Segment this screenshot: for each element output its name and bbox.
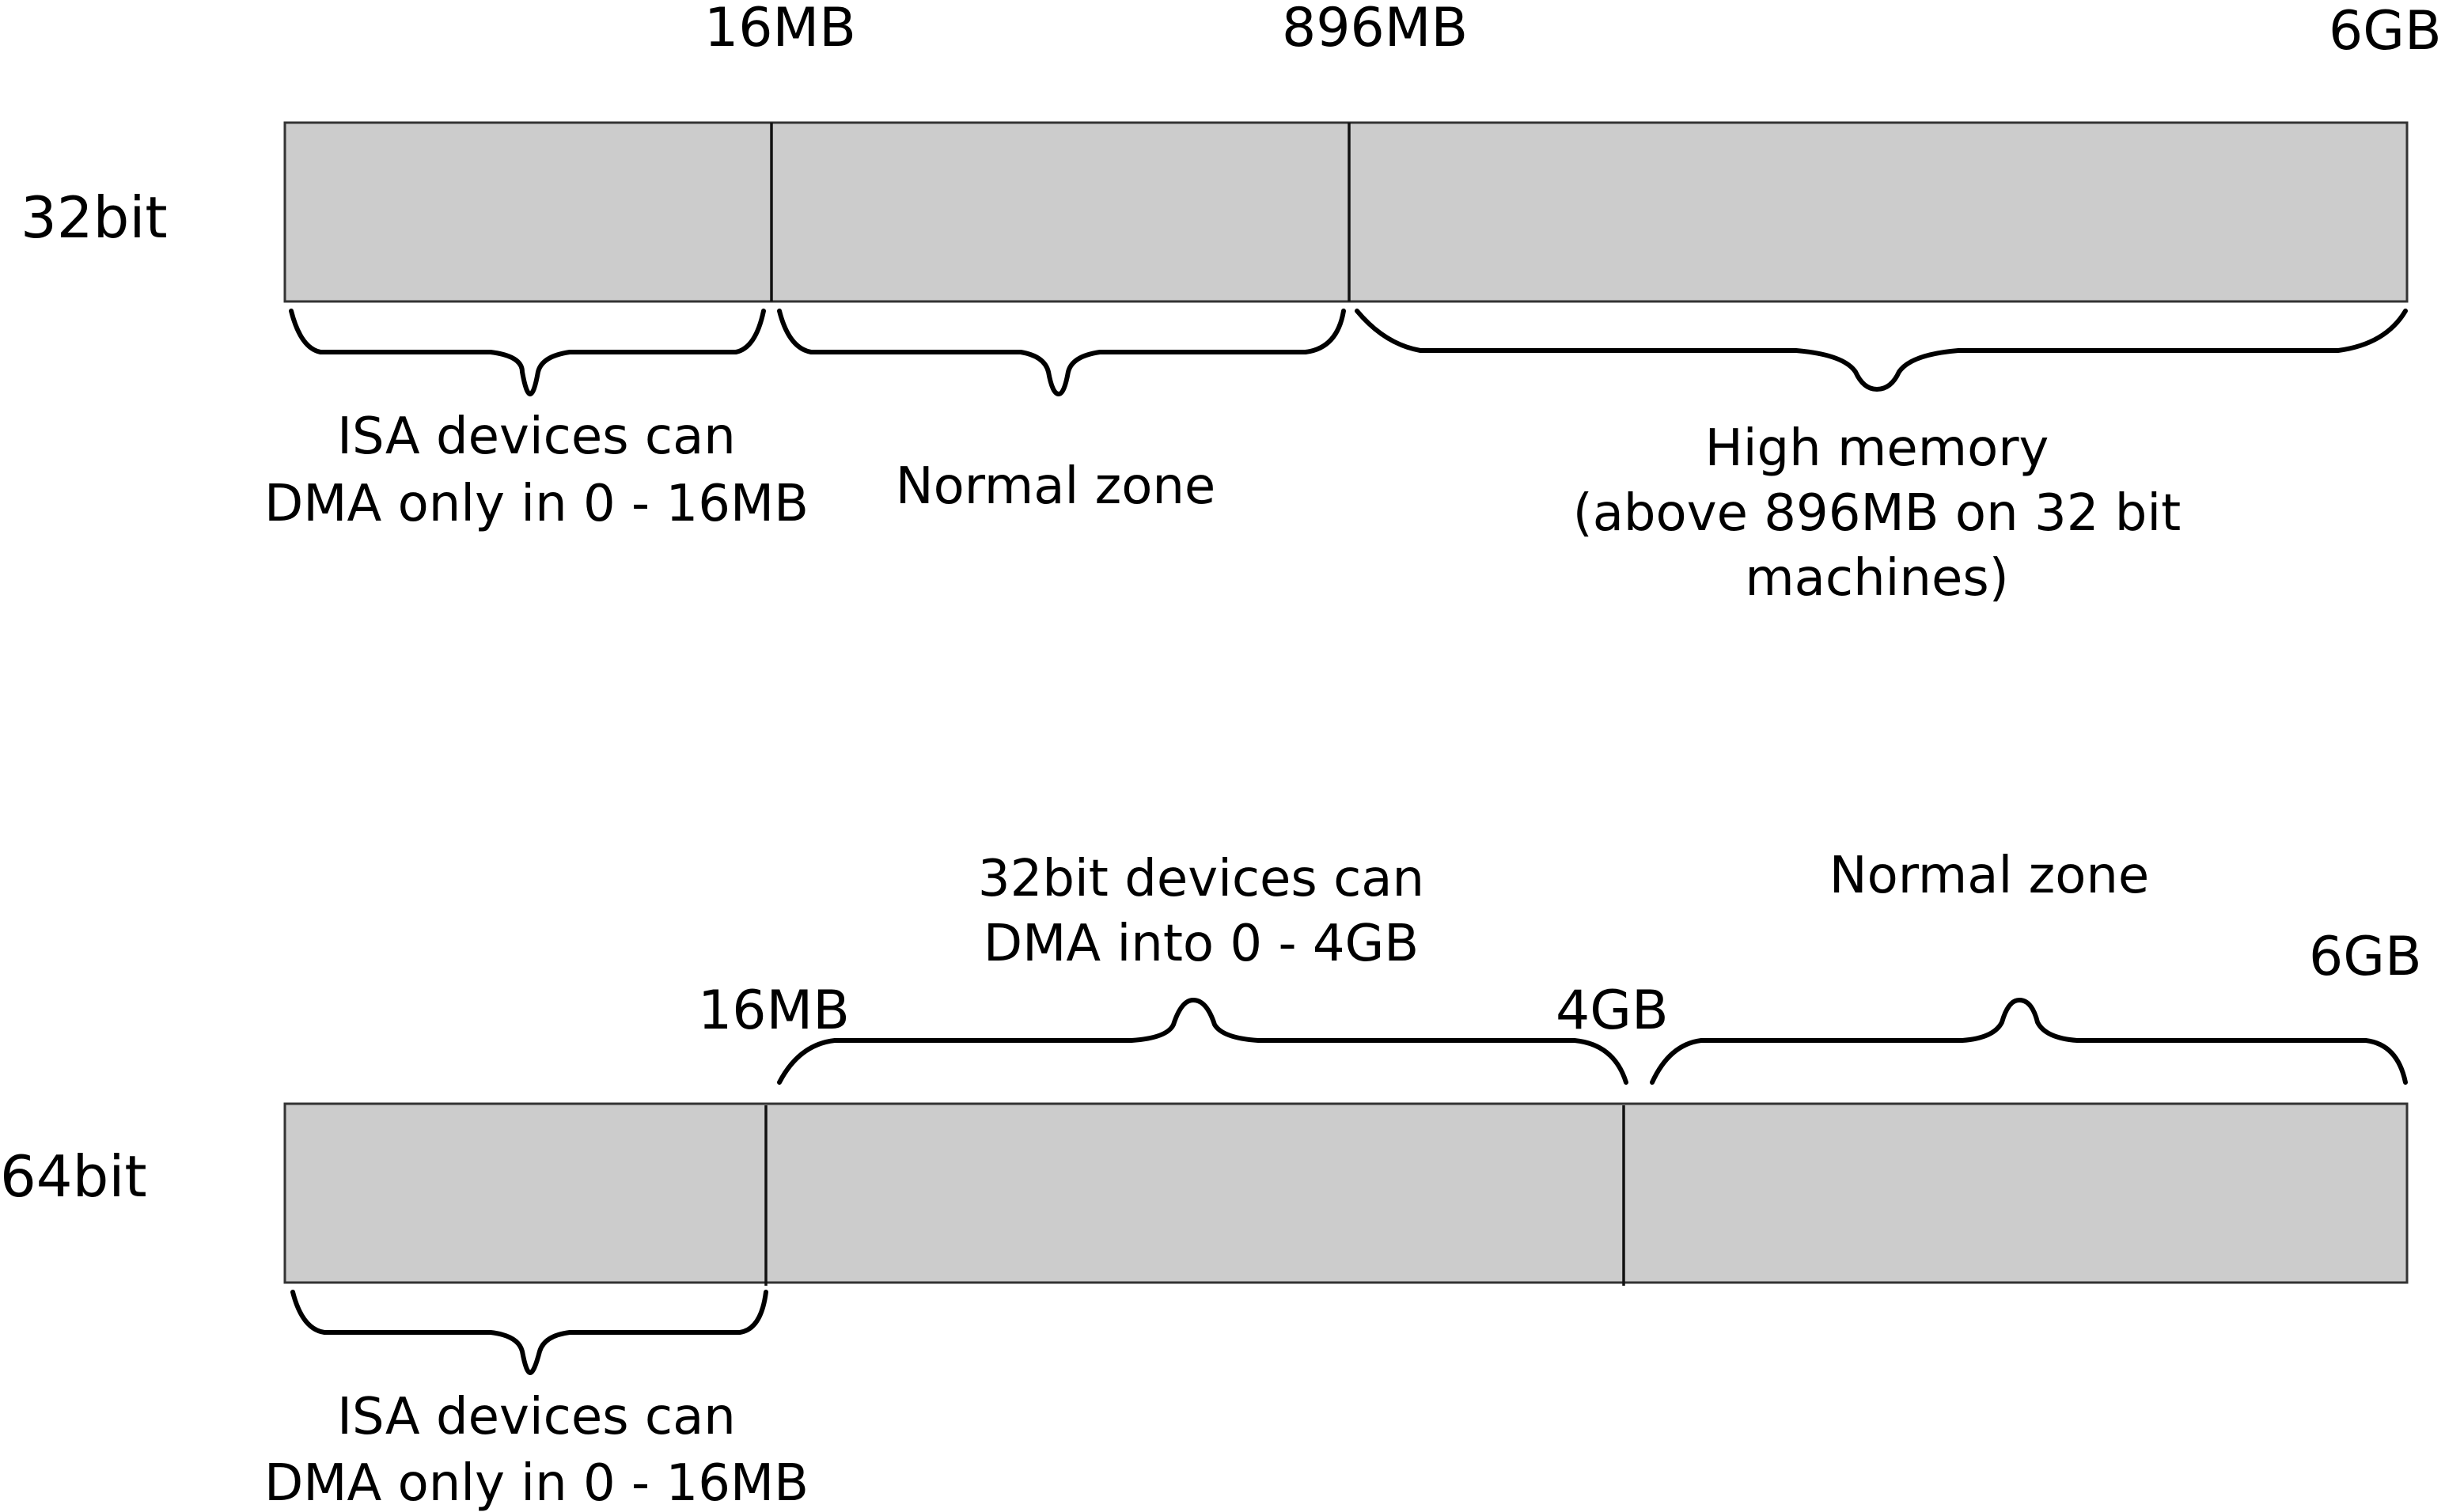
row-label-64bit: 64bit <box>0 1143 147 1210</box>
row-32bit: 32bit 16MB 896MB 6GB ISA devices can DMA… <box>21 0 2442 608</box>
svg-text:DMA only in 0 - 16MB: DMA only in 0 - 16MB <box>264 1454 809 1512</box>
brace-64bit-normal <box>1650 998 2408 1085</box>
svg-text:ISA devices can: ISA devices can <box>337 407 736 466</box>
memory-bar-64bit <box>283 1102 2409 1284</box>
marker-32bit-896mb: 896MB <box>1282 0 1468 59</box>
marker-64bit-16mb: 16MB <box>698 980 850 1042</box>
zone-label-32bit-high: High memory (above 896MB on 32 bit machi… <box>1573 419 2182 608</box>
zone-label-32bit-normal: Normal zone <box>896 457 1216 516</box>
zone-label-32bit-isa: ISA devices can DMA only in 0 - 16MB <box>264 407 809 533</box>
zone-label-64bit-dma32: 32bit devices can DMA into 0 - 4GB <box>978 850 1424 973</box>
marker-32bit-16mb: 16MB <box>704 0 856 59</box>
marker-64bit-4gb: 4GB <box>1556 980 1669 1042</box>
brace-32bit-normal <box>777 309 1346 396</box>
zone-label-64bit-normal: Normal zone <box>1829 847 2150 905</box>
brace-32bit-high <box>1355 309 2408 392</box>
svg-text:machines): machines) <box>1745 549 2008 608</box>
memory-bar-32bit <box>283 121 2409 303</box>
brace-64bit-dma32 <box>777 998 1628 1085</box>
marker-32bit-6gb: 6GB <box>2329 0 2442 63</box>
svg-text:(above 896MB on 32 bit: (above 896MB on 32 bit <box>1573 484 2182 543</box>
zone-label-64bit-isa: ISA devices can DMA only in 0 - 16MB <box>264 1388 809 1512</box>
svg-text:32bit devices can: 32bit devices can <box>978 850 1424 908</box>
svg-text:Normal zone: Normal zone <box>1829 847 2150 905</box>
svg-text:High memory: High memory <box>1705 419 2049 478</box>
svg-text:DMA into 0 - 4GB: DMA into 0 - 4GB <box>984 915 1419 973</box>
brace-32bit-isa <box>289 309 766 396</box>
brace-64bit-isa <box>290 1290 768 1375</box>
svg-text:DMA only in 0 - 16MB: DMA only in 0 - 16MB <box>264 475 809 533</box>
marker-64bit-6gb: 6GB <box>2309 926 2422 988</box>
svg-text:Normal zone: Normal zone <box>896 457 1216 516</box>
svg-text:ISA devices can: ISA devices can <box>337 1388 736 1446</box>
row-label-32bit: 32bit <box>21 184 168 251</box>
row-64bit: 64bit 32bit devices can DMA into 0 - 4GB… <box>0 847 2422 1512</box>
